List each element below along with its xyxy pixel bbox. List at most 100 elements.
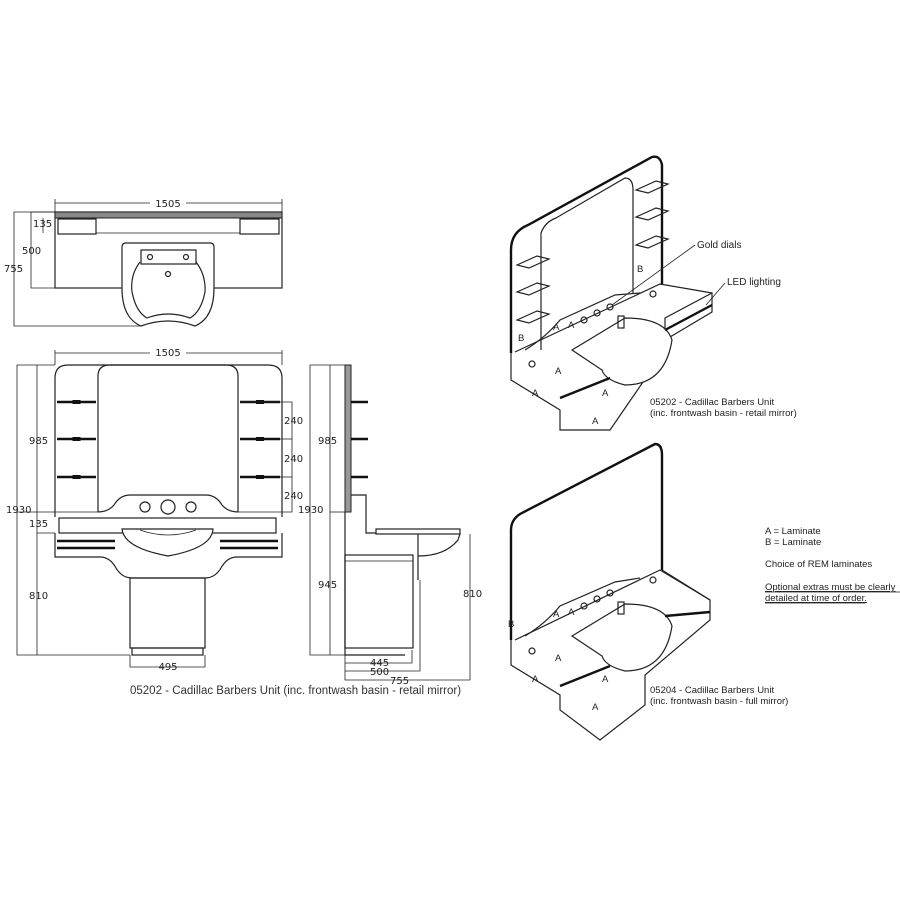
iso-led-stripe [559,376,611,400]
side-backboard [344,364,352,513]
side-counter [375,528,461,535]
shelf-bracket [256,437,264,441]
dim-line-1930 [16,364,130,656]
iso-tap [617,315,625,329]
iso-shelves [515,180,670,324]
legend: A = Laminate B = Laminate Choice of REM … [765,526,900,604]
waste-icon [528,360,536,368]
pedestal [129,577,206,649]
iso-mirror [540,177,634,350]
legend-note-line1: Optional extras must be clearly [765,582,896,593]
shelf-bracket [72,437,81,441]
counter-height-label: 135 [29,519,48,530]
plan-view: 1505 135 500 755 [4,197,283,327]
plan-500-label: 500 [22,246,41,257]
dial-icon [160,499,176,515]
legend-choice: Choice of REM laminates [765,559,872,570]
iso-dial-panel [524,577,641,637]
side-cabinet [344,554,414,649]
front-view: 1505 240 240 240 495 985 1930 135 810 [6,347,303,673]
side-basin [417,533,461,557]
dial-panel [97,494,239,513]
dial-icon [185,501,197,513]
laminate-b-label: B [637,264,643,275]
gold-dial-icon [593,309,601,317]
laminate-a-label: A [555,366,562,377]
side-right-height-label: 810 [463,589,482,600]
total-height-label: 1930 [6,505,31,516]
plan-width-label: 1505 [155,199,180,210]
iso-view-full-mirror: A A B A A A A 05204 - Cadillac Barbers U… [508,442,788,741]
iso-shelf [634,180,670,194]
shelf-spacing-label: 240 [284,454,303,465]
drain-hole-icon [164,270,172,278]
laminate-a-label: A [592,702,599,713]
shelf-bracket [72,400,81,404]
callout-gold-dials: Gold dials [697,240,741,251]
plan-top-strip [54,211,283,219]
shelf-spacing-label: 240 [284,416,303,427]
depth-755-label: 755 [390,676,409,687]
iso-led-stripe [559,664,611,688]
laminate-a-label: A [532,674,539,685]
iso-bottom-caption-line2: (inc. frontwash basin - full mirror) [650,696,788,707]
basin-lip [139,529,197,536]
laminate-a-label: A [568,320,575,331]
laminate-a-label: A [532,388,539,399]
shelves [57,400,280,479]
iso-backboard-edge [509,155,664,353]
legend-note-line2: detailed at time of order. [765,593,867,604]
pedestal-width-label: 495 [158,662,177,673]
dim-line-240 [238,401,293,513]
iso-led-stripe [664,610,711,618]
mirror-height-label: 985 [29,436,48,447]
dim-line-500 [345,580,421,672]
plan-basin-bowl [131,261,206,319]
dim-bg [150,347,186,357]
gold-dial-icon [606,303,614,311]
iso-top-caption-line2: (inc. frontwash basin - retail mirror) [650,408,797,419]
iso-cabinet [510,292,713,431]
iso-counter-back [514,283,713,353]
mirror-outline [97,364,239,512]
plan-755-label: 755 [4,264,23,275]
depth-500-label: 500 [370,667,389,678]
side-total-height-label: 1930 [298,505,323,516]
iso-shelf [515,255,551,269]
side-dial-panel [351,494,376,534]
laminate-b-label: B [508,619,514,630]
shelf-bracket [256,475,264,479]
dim-line-445 [345,650,413,664]
base-height-label: 810 [29,591,48,602]
iso-led-stripe [664,303,713,332]
gold-dial-icon [606,589,614,597]
backboard-outline [54,364,283,517]
tap-hole-icon [146,253,154,261]
led-leader [705,282,726,306]
iso-counter-back [514,569,711,641]
laminate-a-label: A [592,416,599,427]
main-caption: 05202 - Cadillac Barbers Unit (inc. fron… [130,685,461,697]
gold-dial-icon [580,316,588,324]
iso-basin [570,603,673,672]
iso-bottom-caption-line1: 05204 - Cadillac Barbers Unit [650,685,774,696]
iso-shelf [515,282,551,296]
laminate-a-label: A [553,322,560,333]
plan-right-drawer [239,218,280,235]
side-mirror-height-label: 985 [318,436,337,447]
dim-line-1930 [309,364,345,656]
gold-dial-icon [593,595,601,603]
laminate-a-label: A [602,674,609,685]
iso-top-caption-line1: 05202 - Cadillac Barbers Unit [650,397,774,408]
plan-tap-plate [140,249,197,265]
side-cabinet-height-label: 945 [318,580,337,591]
plan-135-label: 135 [33,219,52,230]
depth-445-label: 445 [370,658,389,669]
plan-left-drawer [57,218,97,235]
callout-led-lighting: LED lighting [727,277,781,288]
shelf-spacing-label: 240 [284,491,303,502]
iso-full-mirror [509,442,664,640]
tap-hole-icon [182,253,190,261]
